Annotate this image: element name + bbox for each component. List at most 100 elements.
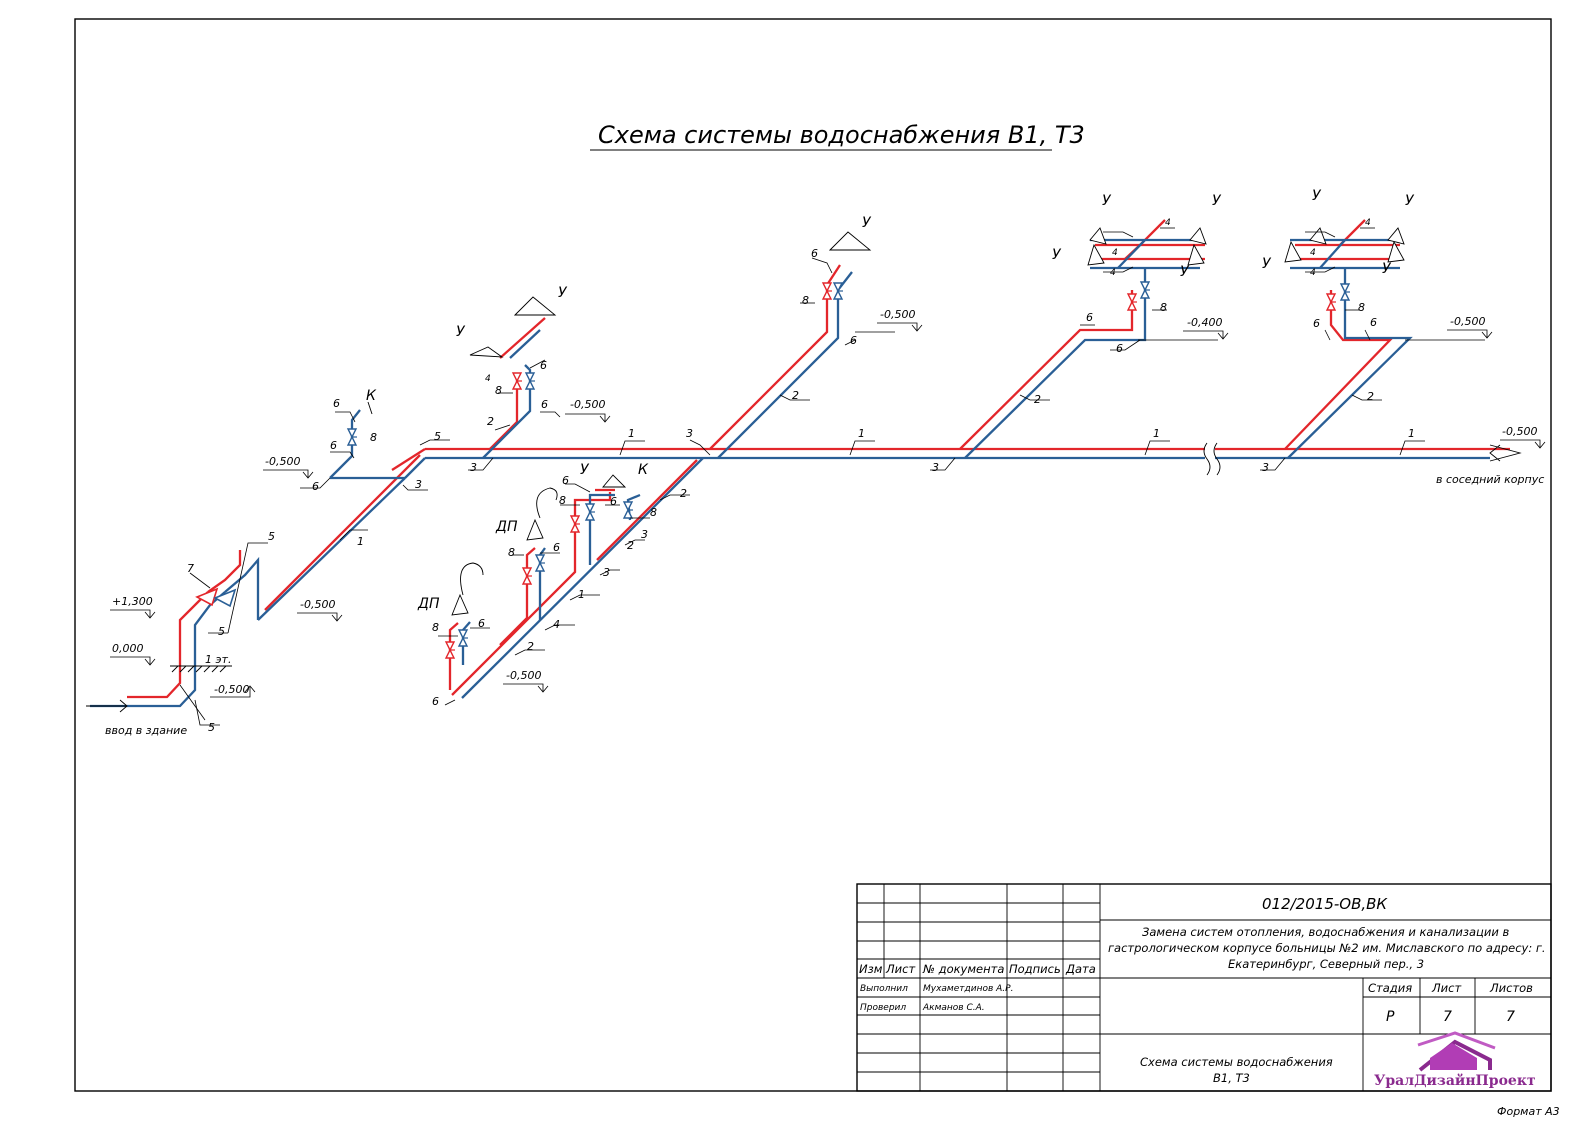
- marker: 8: [370, 431, 377, 444]
- marker: 6: [333, 397, 340, 410]
- leaders: [179, 227, 1425, 726]
- marker: 2: [627, 539, 634, 552]
- marker: 2: [680, 487, 687, 500]
- level-label: -0,400: [1187, 316, 1222, 329]
- marker: 8: [559, 494, 566, 507]
- fixture-label: ДП: [495, 519, 518, 535]
- level-label: +1,300: [112, 595, 153, 608]
- col-header: Дата: [1065, 962, 1096, 976]
- fixture-label: У: [1312, 188, 1322, 204]
- inlet-symbol: [86, 699, 128, 713]
- marker: 4: [1310, 268, 1316, 278]
- stage-value: Р: [1386, 1009, 1395, 1025]
- marker: 4: [553, 618, 560, 631]
- company-logo: УралДизайнПроект: [1374, 1031, 1536, 1089]
- marker: 2: [1034, 393, 1041, 406]
- role-label: Выполнил: [860, 984, 908, 994]
- marker: 6: [541, 398, 548, 411]
- level-label: -0,500: [880, 308, 915, 321]
- marker: 8: [495, 384, 502, 397]
- marker: 3: [1262, 461, 1269, 474]
- marker: 6: [562, 474, 569, 487]
- col-header: Подпись: [1009, 962, 1061, 976]
- marker: 8: [802, 294, 809, 307]
- fixture-label: К: [366, 388, 377, 404]
- marker: 1: [628, 427, 635, 440]
- marker: 5: [268, 530, 275, 543]
- fixture-label: У: [862, 215, 872, 231]
- level-label: -0,500: [570, 398, 605, 411]
- fixture-label: К: [638, 462, 649, 478]
- fixture-label: У: [1180, 264, 1190, 280]
- marker: 6: [432, 695, 439, 708]
- pipe-break-right: [1213, 442, 1221, 476]
- level-label: -0,500: [506, 669, 541, 682]
- fixture-label: ДП: [417, 596, 440, 612]
- project-line: Екатеринбург, Северный пер., 3: [1228, 957, 1424, 971]
- level-label: -0,500: [214, 683, 249, 696]
- outlet-arrow: [1489, 444, 1522, 462]
- marker: 4: [485, 374, 491, 384]
- col-header: Изм: [859, 962, 883, 976]
- marker: 3: [603, 566, 610, 579]
- neighbor-label: в соседний корпус: [1436, 473, 1544, 486]
- fixture-label: У: [1262, 256, 1272, 272]
- format-label: Формат А3: [1497, 1105, 1560, 1118]
- fixture-label: У: [1405, 193, 1415, 209]
- shower-hose-2: [460, 562, 484, 596]
- marker: 6: [1370, 316, 1377, 329]
- col-header: Лист: [885, 962, 915, 976]
- project-line: Замена систем отопления, водоснабжения и…: [1142, 925, 1509, 939]
- marker: 2: [487, 415, 494, 428]
- marker: 7: [187, 562, 194, 575]
- marker: 3: [932, 461, 939, 474]
- marker: 1: [1153, 427, 1160, 440]
- valves: [195, 281, 1351, 659]
- level-label: -0,500: [1450, 315, 1485, 328]
- marker: 8: [1358, 301, 1365, 314]
- marker: 5: [208, 721, 215, 734]
- fixtures: [367, 227, 1405, 616]
- marker: 6: [850, 334, 857, 347]
- marker: 8: [432, 621, 439, 634]
- marker: 6: [1116, 342, 1123, 355]
- entry-label: ввод в здание: [105, 724, 187, 737]
- role-label: Проверил: [860, 1003, 906, 1013]
- marker: 6: [553, 541, 560, 554]
- marker: 4: [1110, 268, 1116, 278]
- marker: 8: [650, 506, 657, 519]
- drawing-frame: [74, 18, 1552, 1092]
- marker: 5: [218, 625, 225, 638]
- marker: 2: [527, 640, 534, 653]
- stage-header: Стадия: [1368, 981, 1412, 995]
- marker: 4: [1365, 218, 1371, 228]
- marker: 3: [641, 528, 648, 541]
- text-labels: ввод в здание в соседний корпус 1 эт. +1…: [105, 188, 1544, 737]
- marker: 6: [1313, 317, 1320, 330]
- level-label: -0,500: [300, 598, 335, 611]
- marker: 2: [792, 389, 799, 402]
- level-marks: [110, 322, 1546, 698]
- col-header: № документа: [922, 962, 1004, 976]
- marker: 6: [312, 480, 319, 493]
- marker: 1: [858, 427, 865, 440]
- marker: 3: [470, 461, 477, 474]
- marker: 3: [415, 478, 422, 491]
- fixture-label: У: [456, 324, 466, 340]
- fixture-label: У: [1212, 193, 1222, 209]
- marker: 6: [811, 247, 818, 260]
- pipe-break-left: [1203, 442, 1211, 476]
- marker: 8: [508, 546, 515, 559]
- sheet-value: 7: [1443, 1009, 1452, 1025]
- marker: 8: [1160, 301, 1167, 314]
- marker: 6: [330, 439, 337, 452]
- marker: 6: [610, 495, 617, 508]
- person-name: Мухаметдинов А.Р.: [923, 984, 1013, 994]
- fixture-label: У: [1102, 193, 1112, 209]
- sheet-title: Схема системы водоснабжения: [1140, 1055, 1333, 1069]
- fixture-label: У: [1052, 247, 1062, 263]
- person-name: Акманов С.А.: [922, 1003, 985, 1013]
- marker: 1: [1408, 427, 1415, 440]
- marker: 4: [1112, 248, 1118, 258]
